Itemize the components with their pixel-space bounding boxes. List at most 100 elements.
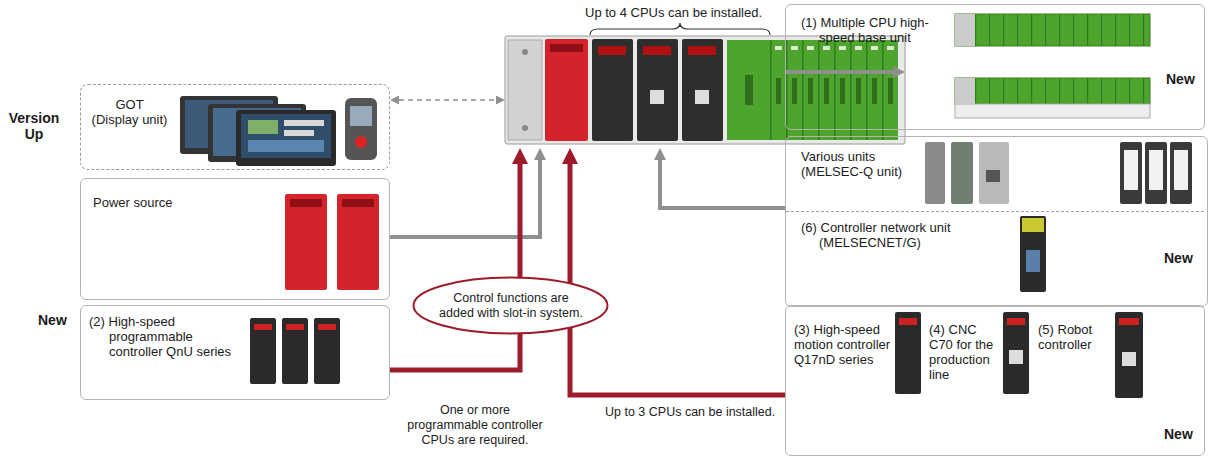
base-unit-illustration xyxy=(650,90,664,104)
product-name: (6) Controller network unit (MELSECNET/G… xyxy=(801,220,959,250)
network-module-illustration xyxy=(1020,216,1046,292)
display-unit-illustration xyxy=(248,140,324,152)
product-name: (1) Multiple CPU high-speed base unit xyxy=(801,15,944,45)
network-module-illustration xyxy=(1026,250,1040,272)
new-badge: New xyxy=(1166,71,1195,87)
cpu-module-illustration xyxy=(318,324,336,330)
product-name: (4) CNC C70 for the production line xyxy=(929,322,1001,382)
io-module-illustration xyxy=(1124,150,1138,190)
product-name: (2) High-speed programmable controller Q… xyxy=(89,314,237,359)
power-supply-illustration xyxy=(342,199,374,207)
note: One or more programmable controller CPUs… xyxy=(400,403,550,448)
note: Up to 3 CPUs can be installed. xyxy=(605,405,775,420)
controller-module-illustration xyxy=(899,318,917,325)
base-unit-illustration xyxy=(522,125,528,131)
base-unit-illustration xyxy=(745,75,753,105)
io-module-illustration xyxy=(1170,142,1192,204)
base-unit-picture xyxy=(955,78,1150,104)
product-box: (1) Multiple CPU high-speed base unitNew xyxy=(785,4,1205,130)
connector-arrow xyxy=(399,99,496,101)
base-unit-illustration xyxy=(643,46,671,55)
display-unit-illustration xyxy=(284,130,314,136)
product-name: Various units (MELSEC-Q unit) xyxy=(801,149,921,179)
bracket xyxy=(590,23,770,35)
controller-module-illustration xyxy=(1009,350,1023,364)
base-unit-illustration xyxy=(770,40,898,140)
cpu-module-illustration xyxy=(286,324,304,330)
version-note: Version Up xyxy=(4,110,64,142)
power-supply-illustration xyxy=(285,194,327,290)
display-unit-illustration xyxy=(180,96,377,166)
network-unit-area: (6) Controller network unit (MELSECNET/G… xyxy=(786,211,1204,301)
base-unit-illustration xyxy=(695,90,709,104)
controller-module-illustration xyxy=(895,312,921,394)
ellipse-outline xyxy=(414,278,608,334)
bracket xyxy=(590,23,770,35)
power-supply-illustration xyxy=(290,199,322,207)
callout-ellipse: Control functions are added with slot-in… xyxy=(412,276,609,335)
new-badge: New xyxy=(1164,426,1193,442)
io-module-illustration xyxy=(951,142,973,204)
base-unit-illustration xyxy=(637,39,678,141)
cpu-module-illustration xyxy=(250,318,276,384)
controller-item: (4) CNC C70 for the production line xyxy=(929,314,1034,444)
cpu-module-illustration xyxy=(314,318,340,384)
controller-box: New (3) High-speed motion controller Q17n… xyxy=(785,305,1205,456)
capacity-note: Up to 4 CPUs can be installed. xyxy=(585,5,762,20)
display-unit-illustration xyxy=(284,120,324,126)
product-name: (5) Robot controller xyxy=(1038,322,1113,352)
io-module-illustration xyxy=(1149,150,1163,190)
product-name: GOT (Display unit) xyxy=(91,97,168,127)
connector-arrow xyxy=(570,164,785,395)
base-unit-illustration xyxy=(688,46,716,55)
io-module-illustration xyxy=(1174,150,1188,190)
display-unit-illustration xyxy=(248,120,278,134)
base-unit-illustration xyxy=(545,39,588,141)
new-badge: New xyxy=(1164,250,1193,266)
controller-module-illustration xyxy=(895,312,1143,398)
connector-arrow xyxy=(390,164,520,370)
display-unit-illustration xyxy=(345,98,377,160)
controller-module-illustration xyxy=(1003,312,1029,394)
cpu-module-illustration xyxy=(250,318,340,384)
controller-module-illustration xyxy=(1007,318,1025,325)
connector-arrow xyxy=(660,160,785,208)
display-unit-illustration xyxy=(236,110,336,166)
display-unit-box: GOT (Display unit) xyxy=(80,84,390,170)
connector-arrow xyxy=(785,70,893,74)
base-unit-illustration xyxy=(682,39,723,141)
base-unit-illustration xyxy=(508,40,542,140)
base-unit-picture xyxy=(955,14,975,46)
io-module-illustration xyxy=(1120,142,1142,204)
product-name: Power source xyxy=(93,195,172,210)
product-name: (3) High-speed motion controller Q17nD s… xyxy=(794,322,892,367)
io-module-illustration xyxy=(1145,142,1167,204)
base-unit-picture xyxy=(955,14,1150,118)
base-unit-illustration xyxy=(550,44,583,52)
io-module-illustration xyxy=(925,142,945,204)
cpu-module-illustration xyxy=(282,318,308,384)
base-unit-picture xyxy=(955,78,975,104)
base-unit-illustration xyxy=(505,36,905,144)
base-unit-illustration xyxy=(522,49,528,55)
base-unit-illustration xyxy=(727,40,770,140)
base-unit-picture xyxy=(955,104,1150,118)
controller-item: (5) Robot controller xyxy=(1038,314,1138,444)
controller-module-illustration xyxy=(1122,352,1136,366)
network-module-illustration xyxy=(1020,216,1046,292)
controller-module-illustration xyxy=(1119,318,1139,325)
power-supply-illustration xyxy=(285,194,379,290)
power-box: Power source xyxy=(80,178,390,300)
io-module-illustration xyxy=(986,170,1000,182)
display-unit-illustration xyxy=(241,114,331,158)
base-unit-illustration xyxy=(598,46,626,55)
base-unit-picture xyxy=(955,14,1150,46)
base-unit-illustration xyxy=(592,39,633,141)
io-module-illustration xyxy=(979,142,1009,204)
cpu-module-illustration xyxy=(254,324,272,330)
unit-box: Various units (MELSEC-Q unit) (6) Control… xyxy=(785,136,1208,307)
power-supply-illustration xyxy=(337,194,379,290)
base-unit-illustration xyxy=(505,36,905,144)
product-box: (2) High-speed programmable controller Q… xyxy=(80,305,390,400)
